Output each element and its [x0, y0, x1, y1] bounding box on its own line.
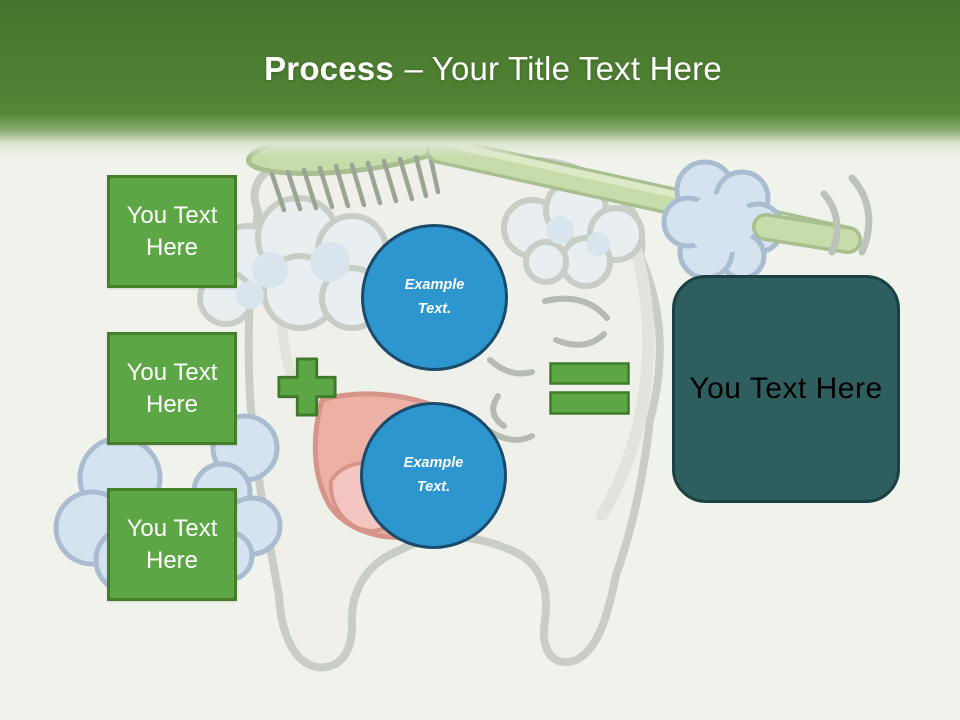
slide-title-emphasis: Process: [264, 50, 394, 87]
title-band: Process – Your Title Text Here: [0, 0, 960, 158]
process-step-label: You Text Here: [126, 514, 218, 574]
process-step-box-1[interactable]: You Text Here: [107, 175, 237, 288]
example-circle-1[interactable]: Example Text.: [361, 224, 508, 371]
plus-icon: [277, 357, 337, 417]
process-step-label: You Text Here: [126, 358, 218, 418]
process-step-label: You Text Here: [126, 201, 218, 261]
process-step-box-2[interactable]: You Text Here: [107, 332, 237, 445]
equals-icon: [549, 362, 630, 415]
example-circle-label: Example Text.: [404, 276, 465, 317]
result-box[interactable]: You Text Here: [672, 275, 900, 503]
slide-title[interactable]: Process – Your Title Text Here: [0, 50, 960, 88]
process-step-box-3[interactable]: You Text Here: [107, 488, 237, 601]
example-circle-2[interactable]: Example Text.: [360, 402, 507, 549]
example-circle-label: Example Text.: [403, 454, 464, 495]
slide-title-rest: – Your Title Text Here: [404, 50, 722, 87]
result-box-label: You Text Here: [689, 372, 883, 405]
